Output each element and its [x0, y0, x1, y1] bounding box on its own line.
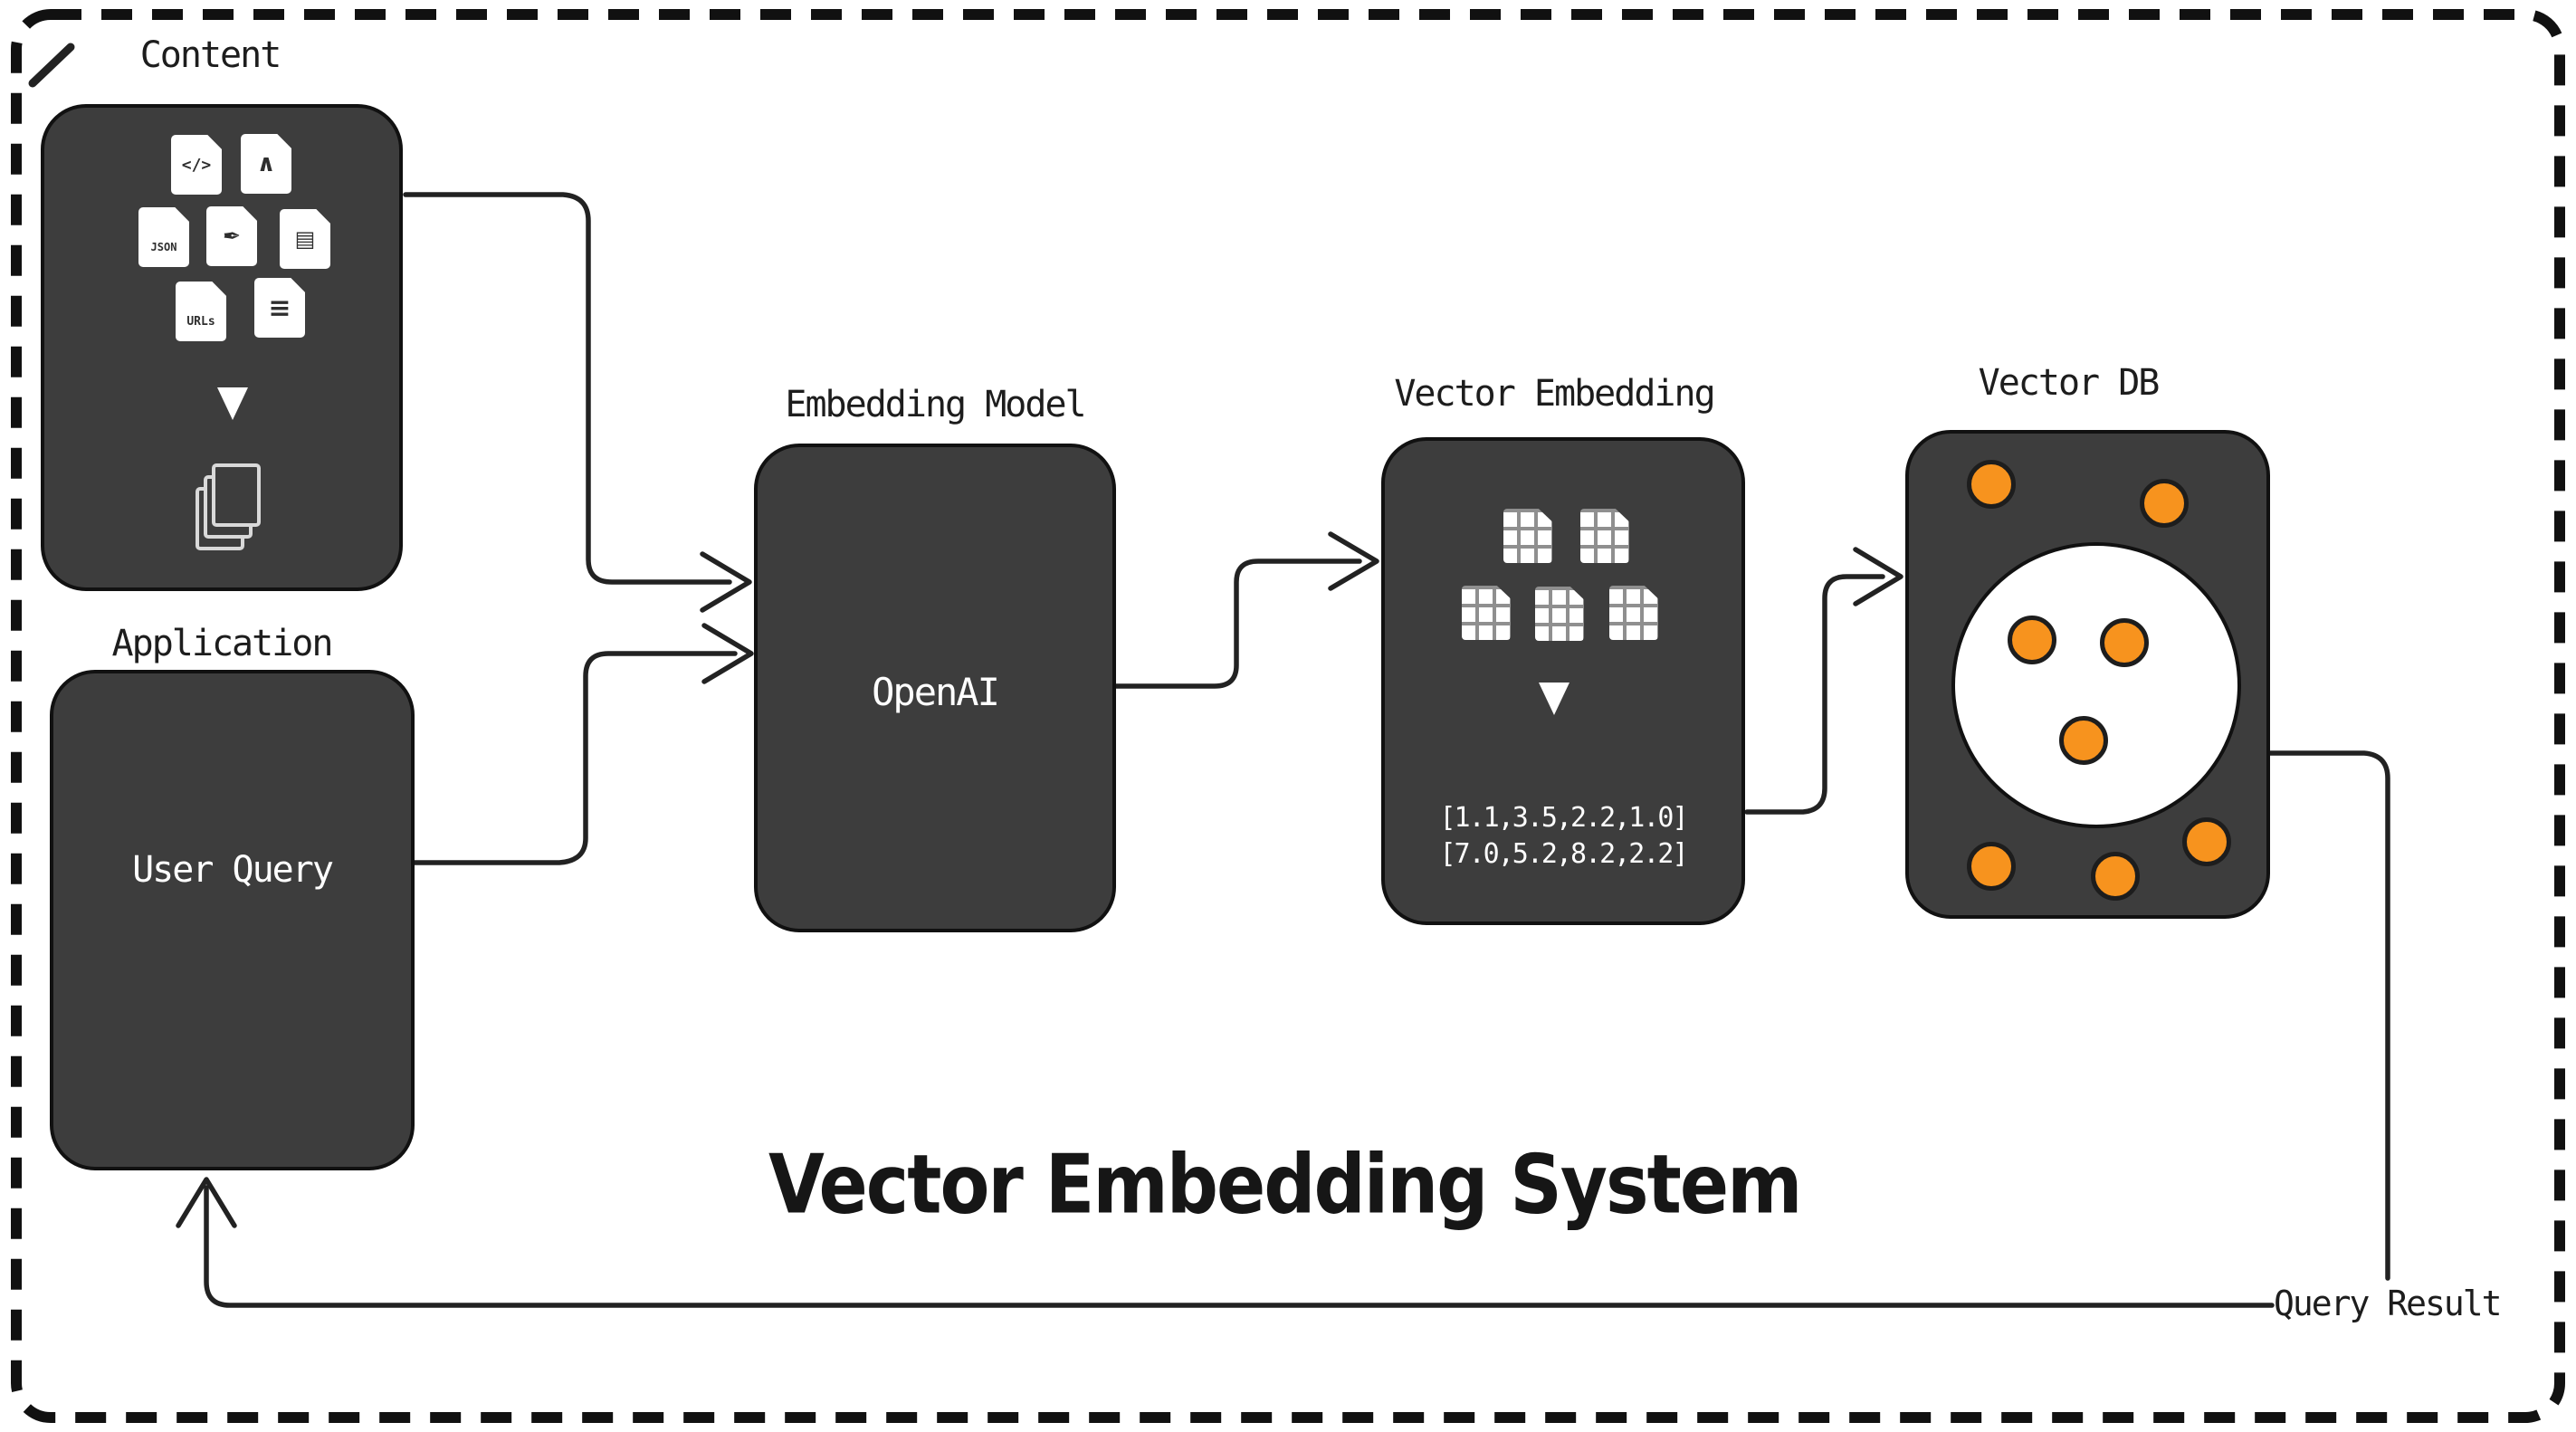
design-file-glyph: ✒	[222, 224, 242, 249]
text-file-glyph: ≡	[268, 291, 291, 324]
diagram-title: Vector Embedding System	[768, 1137, 1803, 1232]
code-file-icon: </>	[171, 135, 222, 195]
code-file-glyph: </>	[181, 155, 212, 175]
content-label: Content	[139, 34, 282, 76]
vector-point	[2182, 817, 2231, 866]
embedding-model-label: Embedding Model	[785, 384, 1086, 425]
content-node: </> ∧ JSON ✒ ▤ URLs ≡	[41, 104, 403, 591]
text-file-icon: ≡	[254, 278, 305, 338]
vector-row: [1.1,3.5,2.2,1.0]	[1439, 802, 1688, 834]
chunk-grid-icon	[1462, 586, 1511, 640]
vector-db-label: Vector DB	[1978, 362, 2161, 404]
vector-values: [1.1,3.5,2.2,1.0] [7.0,5.2,8.2,2.2]	[1382, 800, 1744, 873]
chunk-grid-icon	[1503, 509, 1552, 563]
json-file-glyph: JSON	[150, 241, 177, 253]
query-result-label: Query Result	[2274, 1284, 2503, 1323]
embedding-model-node	[754, 444, 1116, 932]
cluster-ellipse	[1951, 542, 2241, 828]
arrowhead-model-to-embedding	[1328, 531, 1379, 591]
json-file-icon: JSON	[138, 207, 189, 267]
vector-embedding-label: Vector Embedding	[1394, 373, 1715, 415]
table-file-icon: ▤	[280, 209, 330, 269]
urls-file-glyph: URLs	[186, 314, 215, 329]
down-arrow-icon	[1539, 683, 1569, 715]
cluster-point	[2008, 616, 2056, 664]
chunk-grid-icon	[1535, 587, 1584, 641]
application-node	[50, 670, 415, 1170]
arrowhead-embedding-to-db	[1853, 547, 1903, 606]
vector-point	[2140, 479, 2189, 528]
cluster-point	[2059, 716, 2108, 765]
design-file-icon: ✒	[206, 206, 257, 266]
edge-content-to-model	[403, 192, 732, 585]
arrowhead-application-to-model	[701, 623, 754, 684]
chunk-grid-icon	[1609, 586, 1658, 640]
document-page	[212, 463, 261, 527]
edge-model-to-embedding	[1113, 558, 1362, 689]
edge-embedding-to-db	[1744, 574, 1885, 815]
arrowhead-query-result-to-application	[176, 1177, 237, 1228]
edge-application-to-model	[412, 651, 738, 865]
vector-row: [7.0,5.2,8.2,2.2]	[1439, 838, 1688, 870]
vector-point	[1967, 842, 2016, 891]
table-file-glyph: ▤	[294, 226, 316, 252]
pdf-file-icon: ∧	[241, 134, 291, 194]
arrowhead-content-to-model	[700, 551, 752, 613]
vector-point	[1967, 460, 2016, 509]
application-label: Application	[111, 623, 334, 664]
pdf-file-glyph: ∧	[256, 150, 276, 177]
openai-text: OpenAI	[872, 670, 1000, 714]
chunk-grid-icon	[1580, 509, 1629, 563]
urls-file-icon: URLs	[176, 282, 226, 341]
vector-point	[2091, 852, 2140, 901]
user-query-text: User Query	[132, 849, 334, 891]
vector-embedding-node	[1381, 437, 1745, 925]
cluster-point	[2100, 618, 2149, 667]
documents-stack-icon	[196, 463, 282, 554]
down-arrow-icon	[217, 387, 248, 420]
